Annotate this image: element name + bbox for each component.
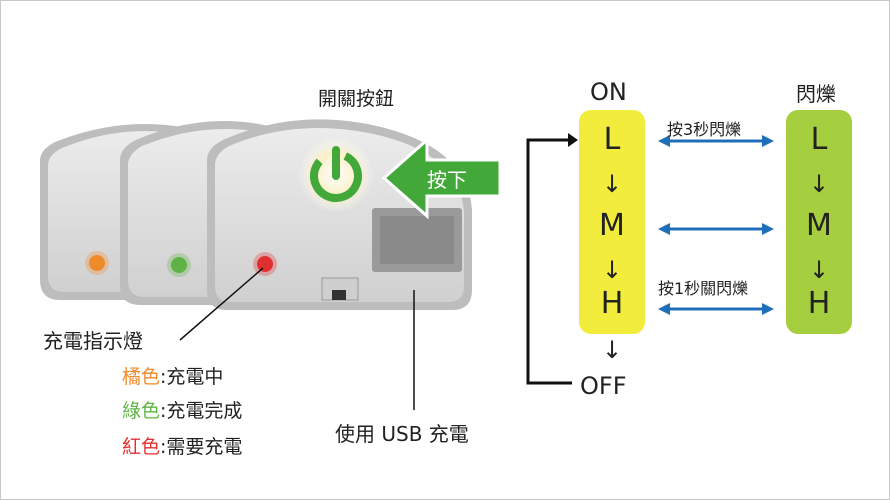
legend-green-color: 綠色: [122, 400, 161, 422]
green-led: [171, 257, 187, 273]
down-arrow-icon: ↓: [808, 256, 830, 284]
double-arrow-l: [658, 135, 774, 147]
legend-orange-meaning: 充電中: [166, 366, 224, 388]
power-button-title: 開關按鈕: [318, 88, 395, 110]
hold-1s-label: 按1秒關閃爍: [658, 279, 749, 298]
down-arrow-icon: ↓: [601, 336, 623, 364]
usb-charge-label: 使用 USB 充電: [335, 422, 469, 446]
charge-indicator-title: 充電指示燈: [43, 329, 143, 353]
legend-sep: :: [160, 400, 167, 422]
down-arrow-icon: ↓: [808, 170, 830, 198]
on-label: ON: [590, 78, 627, 106]
mode-h: H: [600, 286, 624, 321]
flash-l: L: [810, 122, 828, 157]
down-arrow-icon: ↓: [601, 256, 623, 284]
down-arrow-icon: ↓: [601, 170, 623, 198]
mode-m: M: [599, 208, 625, 243]
mode-l: L: [603, 122, 621, 157]
legend-orange: 橘色:充電中: [122, 362, 223, 389]
legend-orange-color: 橘色: [122, 366, 161, 388]
led-leader-line: [179, 267, 264, 341]
flash-h: H: [807, 286, 831, 321]
steady-mode-pill: L ↓ M ↓ H: [579, 110, 645, 334]
double-arrow-m: [658, 223, 774, 235]
flash-title: 閃爍: [796, 82, 836, 106]
legend-red: 紅色:需要充電: [122, 432, 242, 459]
legend-red-meaning: 需要充電: [166, 436, 243, 458]
red-led: [257, 256, 273, 272]
off-label: OFF: [580, 372, 627, 400]
flash-m: M: [806, 208, 832, 243]
orange-led: [89, 255, 105, 271]
flash-mode-pill: L ↓ M ↓ H: [786, 110, 852, 334]
press-arrow-icon: [381, 136, 502, 220]
legend-red-color: 紅色: [122, 436, 161, 458]
legend-green: 綠色:充電完成: [122, 396, 242, 423]
power-icon: [310, 146, 362, 202]
hold-3s-label: 按3秒閃爍: [667, 120, 742, 139]
press-label: 按下: [427, 168, 467, 192]
legend-green-meaning: 充電完成: [166, 400, 243, 422]
double-arrow-h: [658, 303, 774, 315]
legend-sep: :: [160, 436, 167, 458]
legend-sep: :: [160, 366, 167, 388]
cycle-bracket: [526, 138, 575, 385]
